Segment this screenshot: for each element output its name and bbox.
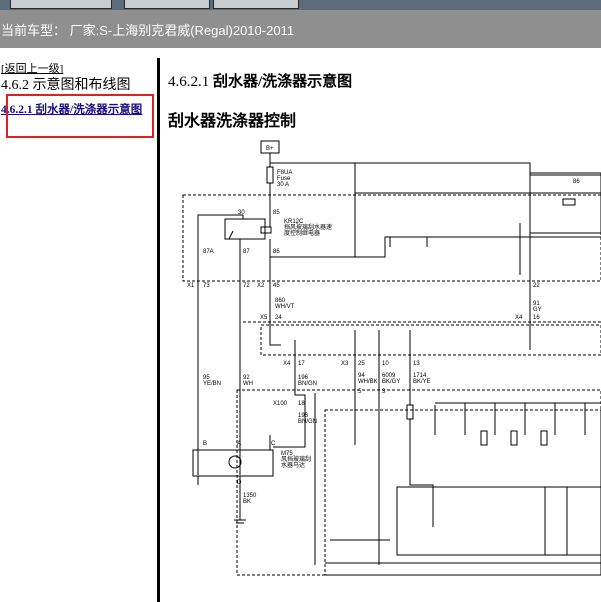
relay-desc1-label: 挡风玻璃刮水器速	[284, 223, 332, 231]
motor-desc1-label: 风挡玻璃刮	[281, 455, 311, 463]
wire-95-color: YE/BN	[203, 381, 221, 387]
fuse-rating-label: 30 A	[277, 182, 289, 188]
connector-x5: X5	[260, 315, 268, 321]
pin-73: 73	[203, 283, 210, 289]
pin-45: 45	[273, 283, 280, 289]
wiper-motor-box	[192, 449, 274, 477]
pin-72: 72	[243, 283, 250, 289]
pin-16: 16	[533, 315, 540, 321]
wire-1714: 1714	[413, 373, 427, 379]
wire-1350-color: BK	[243, 499, 251, 505]
motor-pin-c: C	[271, 441, 276, 447]
wire-6009-color: BK/GY	[382, 379, 400, 385]
pin-17: 17	[298, 361, 305, 367]
fuse-name-label: Fuse	[277, 176, 291, 182]
top-toolbar	[0, 0, 601, 10]
wire-860-color: WH/VT	[275, 304, 295, 310]
connector-x3: X3	[341, 361, 349, 367]
wire-1714-color: BK/YE	[413, 379, 431, 385]
back-link[interactable]: [返回上一级]	[1, 63, 64, 75]
motor-desc2-label: 水器马达	[281, 461, 305, 469]
pin-13: 13	[413, 361, 420, 367]
wire-92-color: WH	[243, 381, 253, 387]
vehicle-label: 当前车型： 厂家:S-上海别克君威(Regal)2010-2011	[1, 23, 295, 38]
wire-196-lower: 196	[298, 413, 309, 419]
wire-92: 92	[243, 375, 250, 381]
pin-3: 3	[382, 389, 386, 395]
wire-860: 860	[275, 298, 286, 304]
right-relay-box	[529, 172, 601, 234]
sidebar-item-wiper-washer-schematic[interactable]: 4.6.2.1 刮水器/洗涤器示意图	[1, 104, 143, 116]
page-title-text: 刮水器/洗涤器示意图	[213, 74, 353, 90]
wire-6009: 6009	[382, 373, 396, 379]
relay-id-label: KR12C	[284, 219, 304, 225]
wire-196-upper-color: BN/GN	[298, 381, 317, 387]
pin-10: 10	[382, 361, 389, 367]
label-bplus: B+	[266, 146, 274, 152]
vehicle-info-bar	[0, 10, 601, 48]
selection-highlight	[6, 94, 154, 138]
relay-pin-30: 30	[238, 210, 245, 216]
bcm-outline	[182, 194, 601, 282]
right-relay-pin-86: 86	[573, 179, 580, 185]
wire-94: 94	[358, 373, 365, 379]
relay-box	[224, 218, 266, 240]
wire-196-lower-color: BN/GN	[298, 419, 317, 425]
pin-5: 5	[358, 389, 362, 395]
relay-pin-87a: 87A	[203, 249, 214, 255]
sidebar-divider[interactable]	[157, 58, 160, 602]
motor-pin-b: B	[203, 441, 207, 447]
relay-pin-86: 86	[273, 249, 280, 255]
connector-x4-right: X4	[515, 315, 523, 321]
connector-x1: X1	[187, 283, 195, 289]
motor-pin-d: D	[237, 480, 242, 486]
sidebar	[0, 58, 157, 602]
connector-x4: X4	[283, 361, 291, 367]
page-title-number: 4.6.2.1	[168, 74, 210, 90]
page-title: 4.6.2.1 刮水器/洗涤器示意图	[168, 70, 352, 91]
relay-desc2-label: 度控制继电器	[284, 229, 320, 237]
sidebar-section-title: 4.6.2 示意图和布线图	[1, 78, 131, 93]
wire-196-upper: 196	[298, 375, 309, 381]
wire-91-color: GY	[533, 307, 542, 313]
wiring-diagram[interactable]: B+ F8UA Fuse 30 A KR12C 挡风玻璃刮水器速 度控制继电器 …	[165, 135, 601, 602]
connector-x2: X2	[257, 283, 265, 289]
wire-94-color: WH/BK	[358, 379, 378, 385]
motor-id-label: M75	[281, 451, 293, 457]
pin-25: 25	[358, 361, 365, 367]
toolbar-button-2[interactable]	[124, 0, 210, 9]
pin-18: 18	[298, 401, 305, 407]
fuse-id-label: F8UA	[277, 170, 292, 176]
pin-22: 22	[533, 283, 540, 289]
motor-pin-a: A	[237, 441, 241, 447]
diagram-subtitle: 刮水器洗涤器控制	[168, 113, 297, 130]
relay-pin-87: 87	[243, 249, 250, 255]
pin-24: 24	[275, 315, 282, 321]
connector-x100: X100	[273, 401, 288, 407]
wire-95: 95	[203, 375, 210, 381]
wire-91: 91	[533, 301, 540, 307]
wire-1350: 1350	[243, 493, 257, 499]
toolbar-button-3[interactable]	[213, 0, 299, 9]
toolbar-button-1[interactable]	[10, 0, 112, 9]
relay-pin-85: 85	[273, 210, 280, 216]
